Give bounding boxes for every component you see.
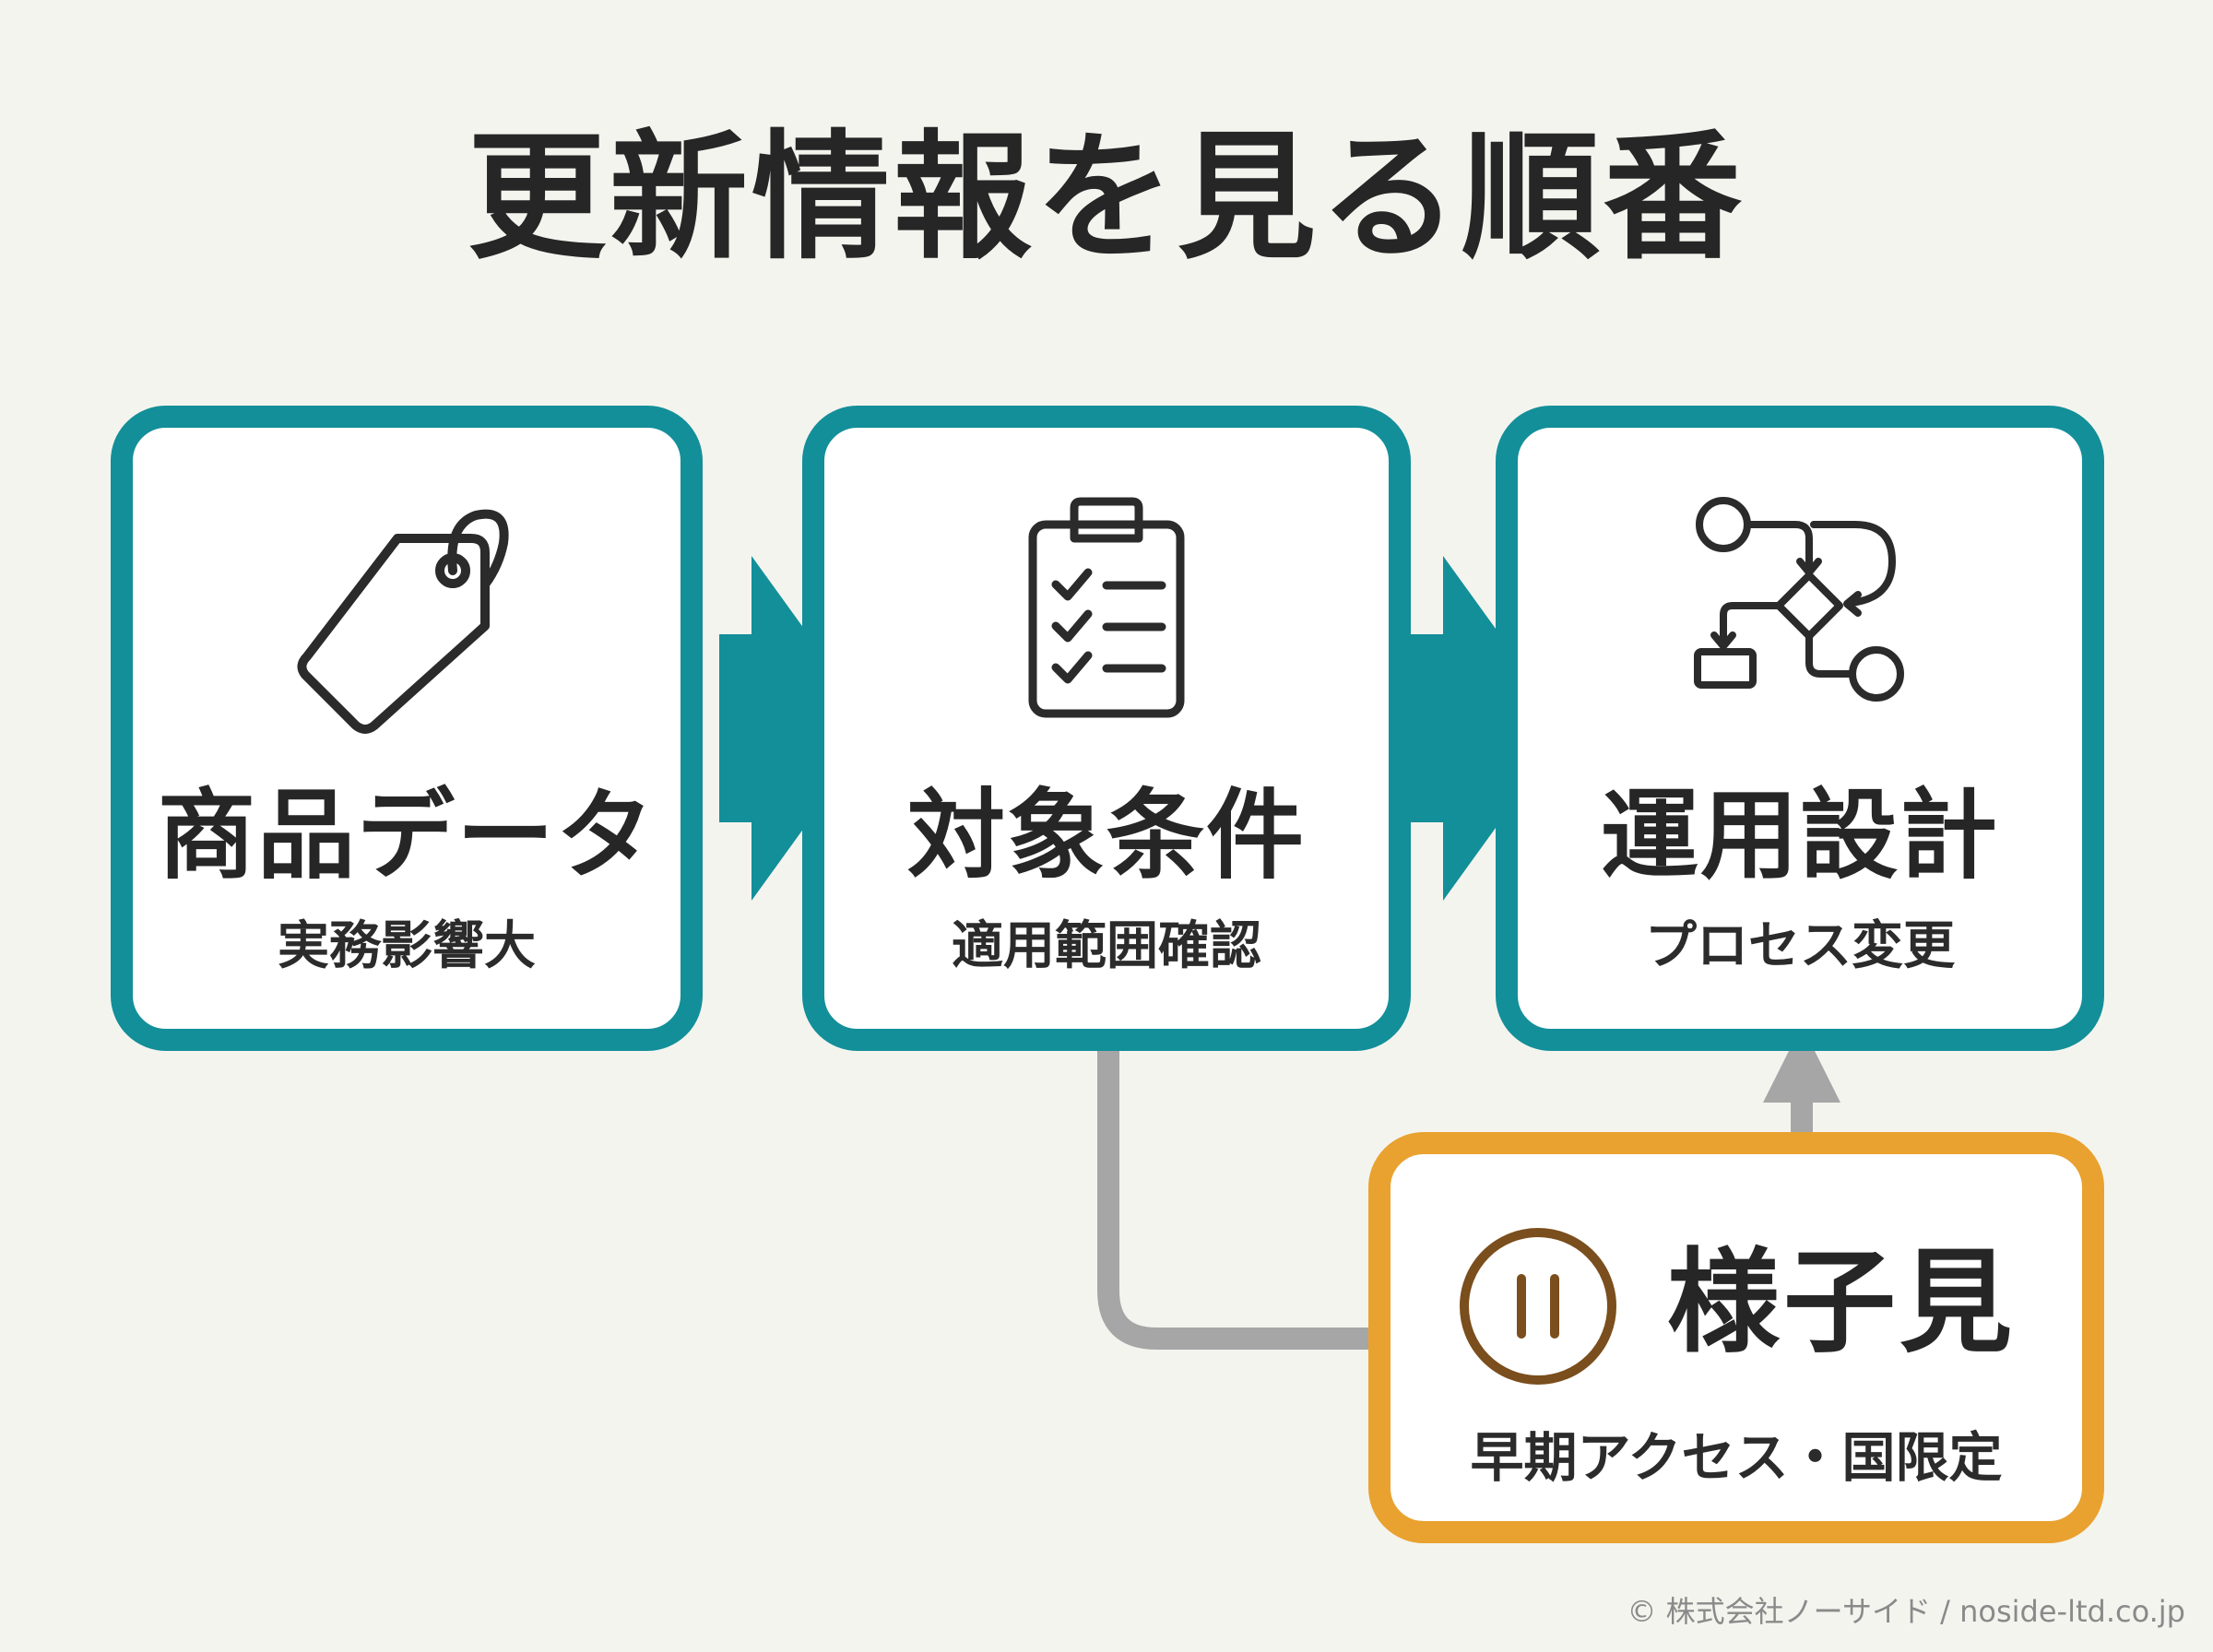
checklist-clipboard-icon <box>1014 497 1199 722</box>
wait-subtitle: 早期アクセス・国限定 <box>1470 1426 2003 1489</box>
page-title: 更新情報を見る順番 <box>467 118 1746 278</box>
step-subtitle: プロセス変更 <box>1645 916 1955 976</box>
arrow-step1-to-step2 <box>719 556 876 901</box>
step-subtitle: 適用範囲確認 <box>952 916 1261 976</box>
arrow-step2-to-step3 <box>1411 556 1568 901</box>
up-arrow-head <box>1763 1025 1840 1103</box>
step-title: 商品データ <box>158 779 656 892</box>
step-card-operation-design: 運用設計 プロセス変更 <box>1496 406 2104 1051</box>
copyright-notice: © 株式会社ノーサイド / noside-ltd.co.jp <box>1627 1594 2185 1629</box>
gray-connector-line <box>1097 1051 1368 1350</box>
step-title: 運用設計 <box>1601 779 1999 892</box>
pause-icon <box>1455 1223 1621 1393</box>
step-card-product-data: 商品データ 実務影響大 <box>111 406 703 1051</box>
flowchart-icon <box>1694 497 1906 713</box>
price-tag-icon <box>296 497 517 740</box>
step-title: 対象条件 <box>907 779 1306 892</box>
wait-title: 様子見 <box>1667 1237 2016 1368</box>
wait-and-see-card: 様子見 早期アクセス・国限定 <box>1368 1132 2104 1543</box>
step-card-target-conditions: 対象条件 適用範囲確認 <box>802 406 1411 1051</box>
step-subtitle: 実務影響大 <box>278 916 536 976</box>
